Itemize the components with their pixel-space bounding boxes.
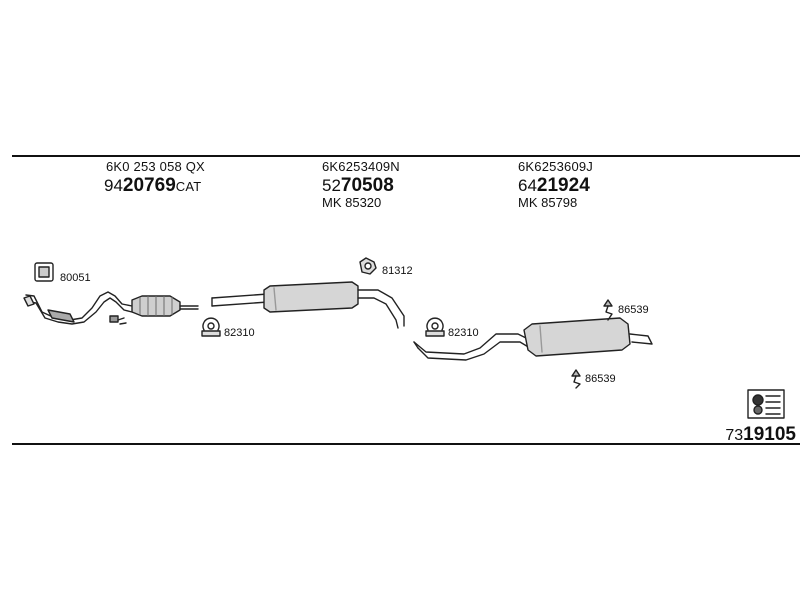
hanger-mid-icon [359, 257, 377, 275]
middle-muffler-icon [211, 281, 405, 329]
label-hanger-mid: 81312 [382, 265, 413, 277]
mk-number-rear-muffler: MK 85798 [518, 195, 578, 210]
rubber-mount-top-icon [603, 299, 613, 321]
label-rubber-bottom: 86539 [585, 373, 616, 385]
label-clamp-rear: 82310 [448, 327, 479, 339]
top-rule [12, 155, 800, 157]
ref-number-rear-muffler: 6421924 [518, 175, 590, 196]
part-code-middle-muffler: 6K6253409N [322, 159, 400, 174]
label-clamp-front: 82310 [224, 327, 255, 339]
rear-muffler-icon [413, 317, 653, 361]
gasket-front-icon [34, 262, 54, 282]
label-gasket-front: 80051 [60, 272, 91, 284]
part-code-rear-muffler: 6K6253609J [518, 159, 594, 174]
mk-number-middle-muffler: MK 85320 [322, 195, 382, 210]
assembly-kit-icon [747, 389, 785, 419]
ref-number-catalyst: 9420769CAT [104, 175, 202, 196]
bottom-rule [12, 443, 800, 445]
clamp-rear-icon [425, 317, 445, 337]
assembly-ref-number: 7319105 [725, 424, 796, 445]
rubber-mount-bottom-icon [571, 369, 581, 389]
catalytic-converter-icon [131, 295, 199, 317]
clamp-front-icon [201, 317, 221, 337]
front-pipe-icon [23, 291, 133, 325]
label-rubber-top: 86539 [618, 304, 649, 316]
part-code-catalyst: 6K0 253 058 QX [106, 159, 205, 174]
ref-number-middle-muffler: 5270508 [322, 175, 394, 196]
